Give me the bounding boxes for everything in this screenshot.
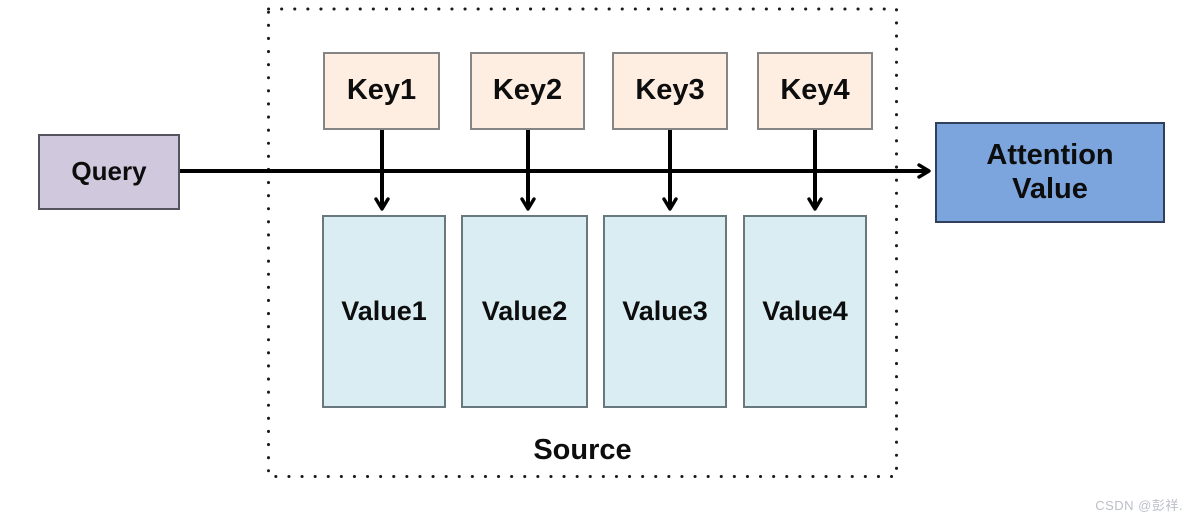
query-label: Query: [71, 156, 147, 187]
value4-box: Value4: [743, 215, 867, 408]
attention-value-box: Attention Value: [935, 122, 1165, 223]
value1-box: Value1: [322, 215, 446, 408]
value1-label: Value1: [341, 295, 427, 326]
key3-box: Key3: [612, 52, 728, 130]
key4-box: Key4: [757, 52, 873, 130]
watermark-text: CSDN @彭祥.: [1095, 498, 1183, 513]
value2-label: Value2: [481, 295, 568, 326]
key2-label: Key2: [492, 74, 563, 107]
value4-label: Value4: [762, 295, 848, 326]
value3-box: Value3: [603, 215, 727, 408]
key3-label: Key3: [635, 74, 705, 107]
key1-box: Key1: [323, 52, 440, 130]
query-box: Query: [38, 134, 180, 210]
key1-label: Key1: [346, 74, 417, 107]
key4-label: Key4: [780, 74, 850, 107]
value2-box: Value2: [461, 215, 588, 408]
value3-label: Value3: [622, 295, 708, 326]
key2-box: Key2: [470, 52, 585, 130]
source-container-dotted-border: [267, 7, 898, 478]
attention-value-label: Attention Value: [986, 139, 1114, 205]
source-label: Source: [533, 434, 632, 466]
